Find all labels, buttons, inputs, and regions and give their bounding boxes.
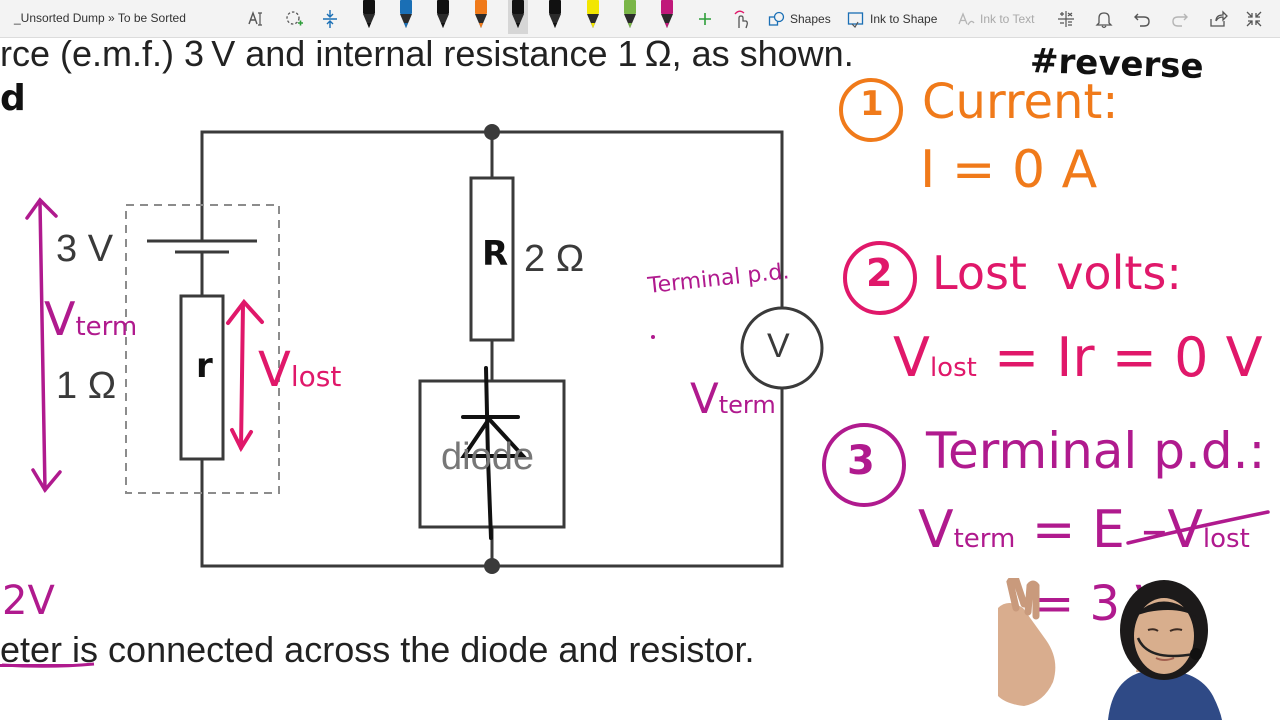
pen-tool-7[interactable] (583, 0, 603, 34)
ink-top-left-mark: d (0, 78, 26, 119)
pen-icon (512, 0, 524, 28)
redo-button[interactable] (1171, 5, 1189, 33)
share-button[interactable] (1208, 5, 1228, 33)
pen-icon (587, 0, 599, 28)
pen-icon (624, 0, 636, 28)
ink-step1-equation: I = 0 A (920, 140, 1098, 200)
ink-step3-equation: Vterm = E –Vlost (918, 500, 1250, 560)
ink-strikethrough (1126, 510, 1270, 545)
ink-step1-number: 1 (860, 84, 884, 124)
ink-v-lost: Vlost (258, 342, 342, 398)
math-icon (1058, 11, 1074, 27)
ink-to-math-button[interactable] (1056, 5, 1076, 33)
undo-icon (1134, 13, 1150, 27)
ink-to-text-button[interactable]: Ink to Text (957, 5, 1034, 33)
resistor-value-label: 2 Ω (524, 238, 585, 280)
voltmeter (740, 306, 824, 390)
shapes-button[interactable]: Shapes (768, 5, 831, 33)
breadcrumb[interactable]: _Unsorted Dump » To be Sorted (14, 11, 186, 25)
underlined-word: eter (0, 629, 73, 670)
presenter-video (998, 578, 1222, 720)
ink-diode-symbol (460, 366, 528, 540)
ink-to-text-label: Ink to Text (980, 12, 1035, 26)
ink-step3-circle (822, 423, 906, 507)
ink-step2-title: Lost volts: (932, 246, 1182, 300)
ink-step2-number: 2 (866, 251, 893, 295)
shapes-icon (768, 11, 785, 26)
diode-label: diode (441, 436, 534, 478)
ink-step3-title: Terminal p.d.: (926, 422, 1266, 480)
internal-resistor (179, 294, 225, 461)
undo-button[interactable] (1133, 5, 1151, 33)
circuit-wires (200, 130, 784, 568)
webcam-overlay (998, 578, 1280, 720)
question-text-bottom: eter is connected across the diode and r… (0, 629, 754, 671)
ink-to-shape-label: Ink to Shape (870, 12, 938, 26)
pen-icon (475, 0, 487, 28)
resistor (469, 176, 515, 342)
pen-tool-3[interactable] (433, 0, 453, 34)
shapes-label: Shapes (790, 12, 831, 26)
emf-label: 3 V (56, 228, 114, 270)
notifications-button[interactable] (1095, 5, 1113, 33)
pen-tool-6[interactable] (545, 0, 565, 34)
junction-top (484, 124, 500, 140)
touch-draw-icon (734, 10, 748, 29)
lasso-select-button[interactable] (283, 5, 305, 33)
lasso-text-select-button[interactable] (246, 5, 266, 33)
draw-with-touch-button[interactable] (731, 5, 751, 33)
ink-v-lost-arrow (226, 298, 264, 453)
ink-v-term-arrow-left (25, 197, 62, 494)
voltmeter-label: V (767, 327, 790, 365)
pen-icon (400, 0, 412, 28)
ink-resistor-R: R (482, 234, 509, 274)
collapse-icon (1246, 11, 1262, 27)
pen-icon (363, 0, 375, 28)
ink-step2-equation: Vlost = Ir = 0 V (893, 326, 1263, 389)
ink-v-term-left: Vterm (44, 292, 138, 346)
internal-resistance-label: 1 Ω (56, 365, 117, 407)
junction-bottom (484, 558, 500, 574)
pen-tool-4[interactable] (471, 0, 491, 34)
ink-dot (651, 335, 655, 339)
pen-tool-1[interactable] (359, 0, 379, 34)
ink-underline (1, 662, 95, 668)
ink-to-text-icon (958, 11, 975, 25)
ink-step1-title: Current: (922, 74, 1119, 130)
onenote-toolbar: _Unsorted Dump » To be Sorted (0, 0, 1280, 38)
question-text-top: rce (e.m.f.) 3 V and internal resistance… (0, 38, 854, 74)
pen-tool-5[interactable] (508, 0, 528, 34)
share-icon (1210, 10, 1228, 27)
ink-left-2v: 2V (2, 578, 55, 624)
lasso-icon (286, 11, 303, 26)
pen-tool-2[interactable] (396, 0, 416, 34)
pen-tool-9[interactable] (657, 0, 677, 34)
add-space-button[interactable] (320, 5, 340, 33)
power-supply-box (125, 204, 280, 494)
pen-tool-8[interactable] (620, 0, 640, 34)
add-pen-button[interactable] (697, 5, 713, 33)
bell-icon (1095, 12, 1113, 29)
full-page-view-button[interactable] (1245, 5, 1263, 33)
ink-step1-circle (839, 78, 903, 142)
pen-icon (661, 0, 673, 28)
bottom-text: is connected across the diode and resist… (72, 629, 755, 670)
ink-step2-circle (843, 241, 917, 315)
ink-to-shape-button[interactable]: Ink to Shape (847, 5, 937, 33)
add-space-icon (323, 10, 337, 28)
circuit-diagram (1, 78, 1270, 668)
pen-icon (549, 0, 561, 28)
ink-step3-number: 3 (847, 438, 875, 484)
ink-v-term-right: Vterm (690, 374, 776, 423)
pen-icon (437, 0, 449, 28)
ink-to-shape-icon (847, 11, 864, 28)
redo-icon (1172, 13, 1188, 27)
text-select-icon (248, 10, 262, 26)
note-canvas[interactable]: rce (e.m.f.) 3 V and internal resistance… (0, 38, 1280, 720)
ink-cell-r: r (196, 346, 213, 386)
plus-icon (699, 13, 711, 25)
